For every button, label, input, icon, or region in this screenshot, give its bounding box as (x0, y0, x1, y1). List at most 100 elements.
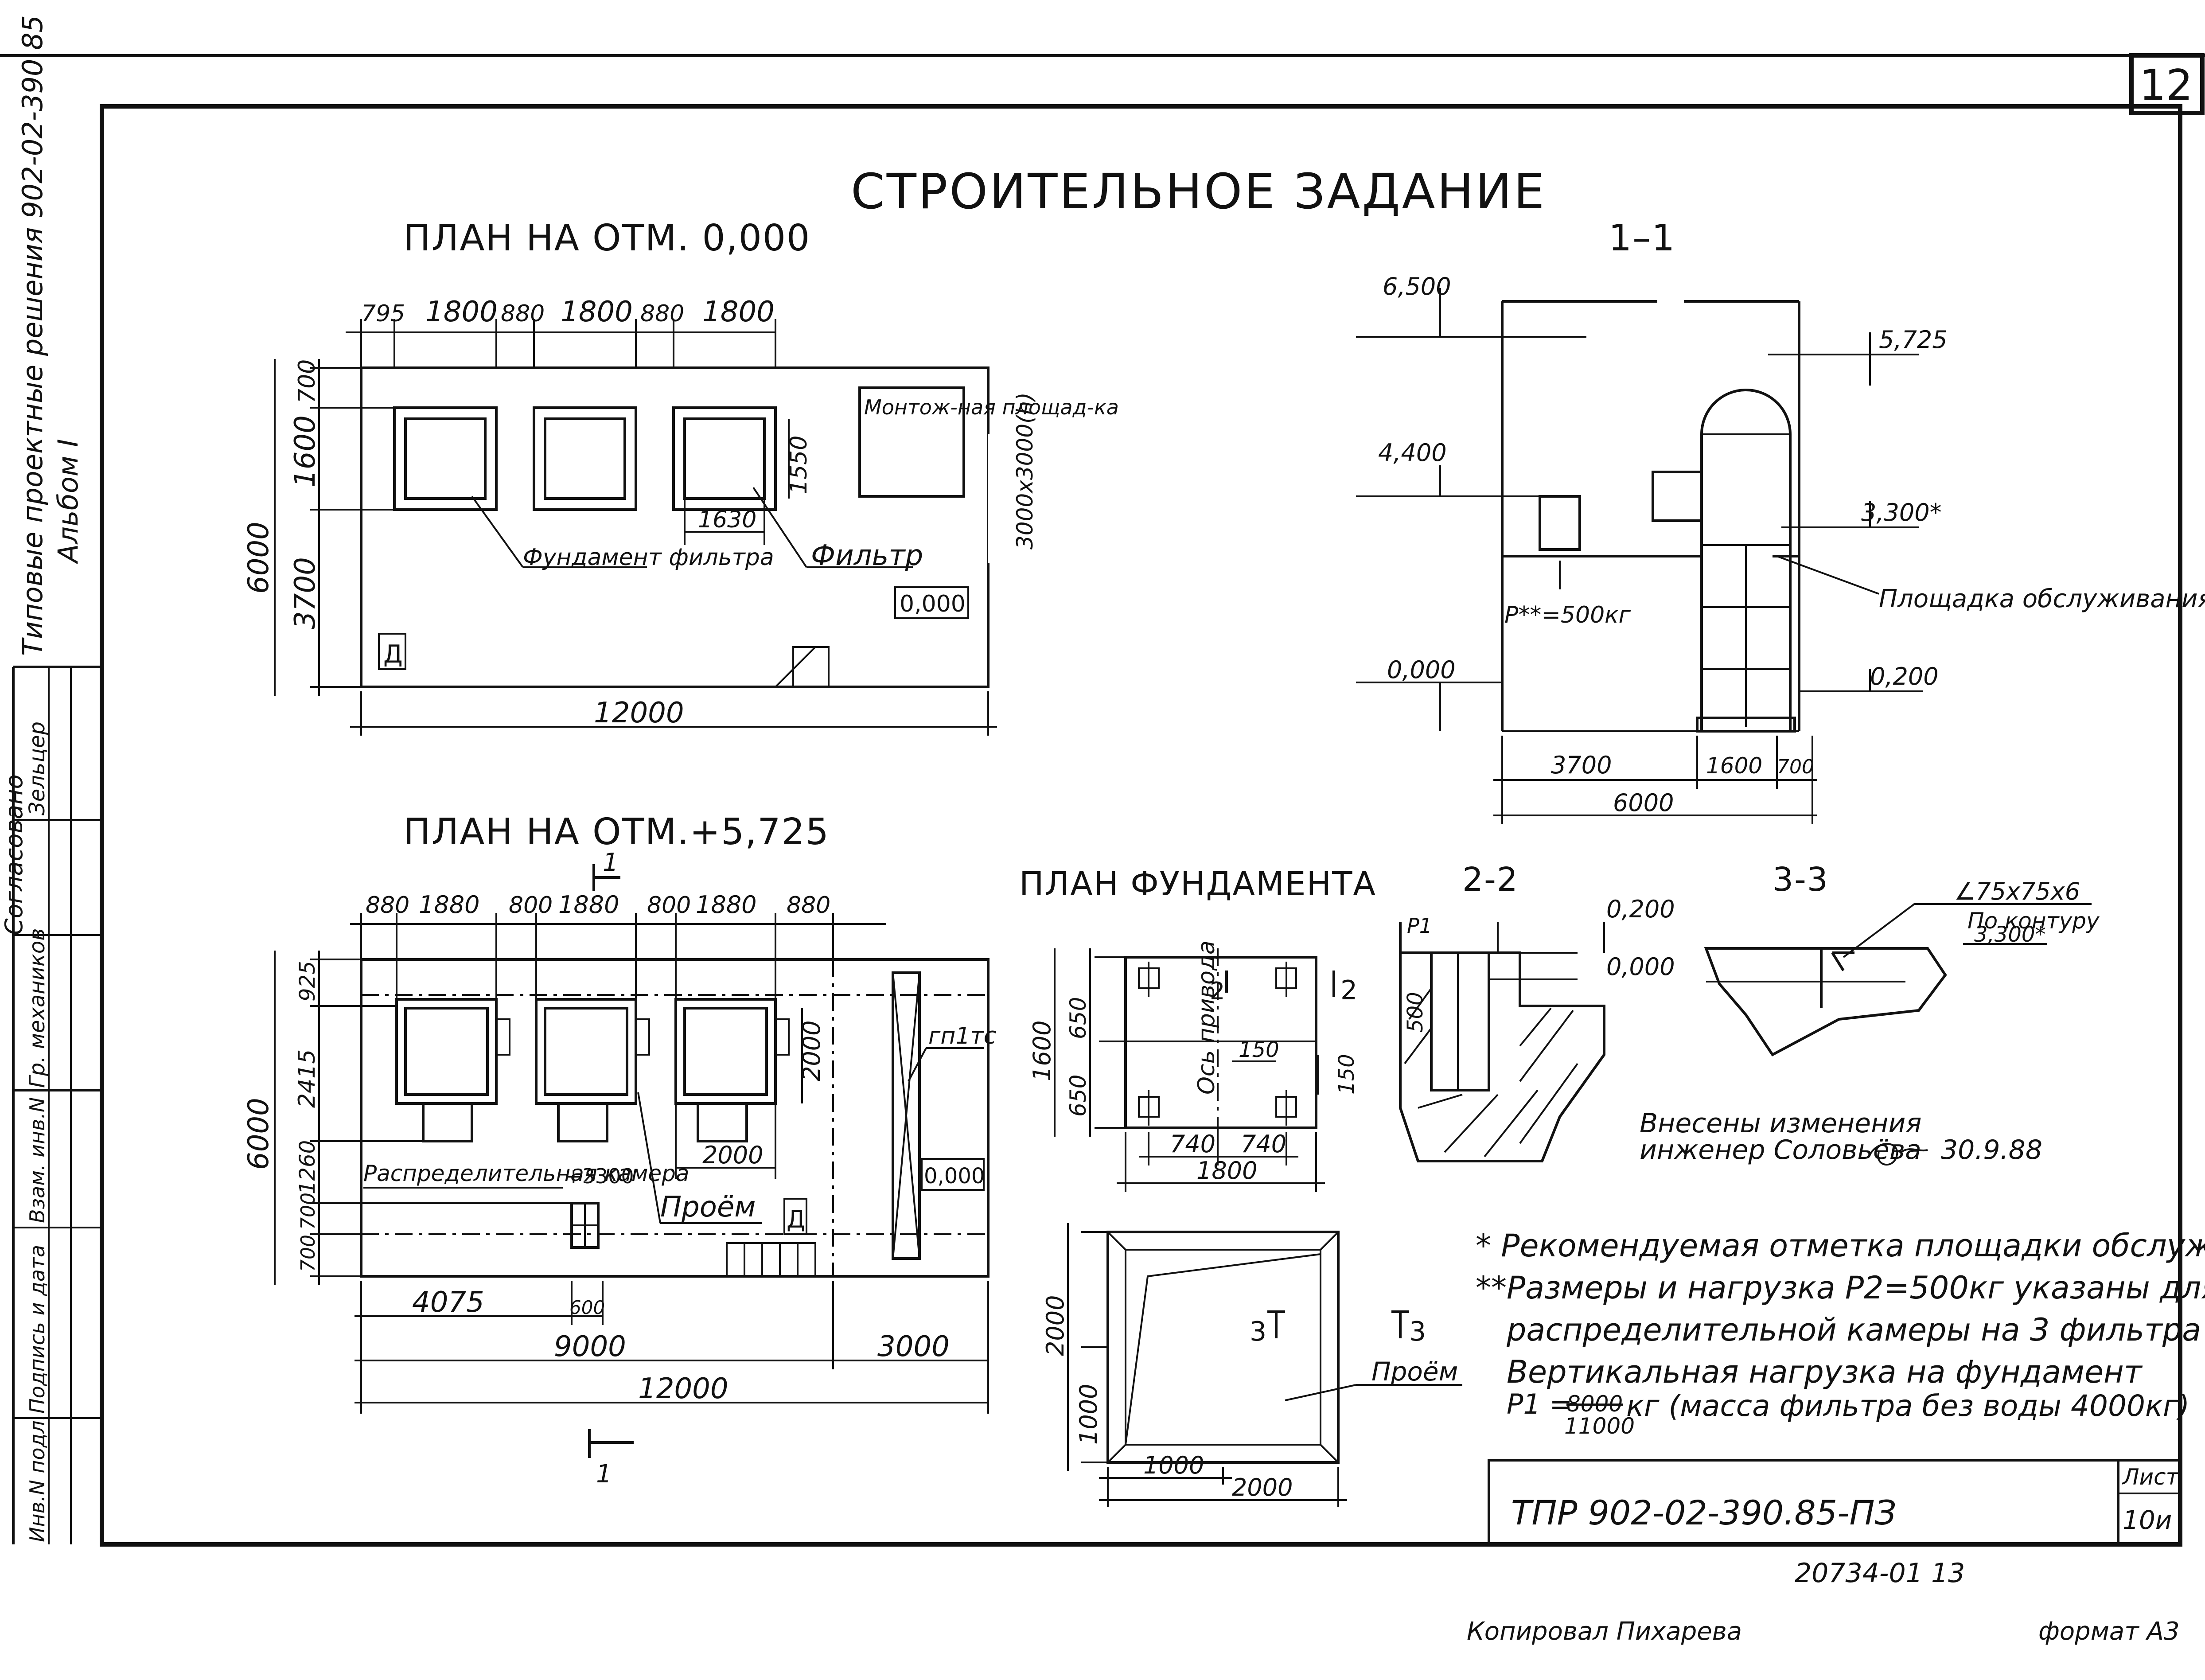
opening-dim-1000h: 1000 (1143, 1451, 1204, 1479)
section11-lvl-5725: 5,725 (1879, 326, 1948, 354)
stamp-agreed: Согласовано (0, 774, 28, 935)
plan2-dim-left-2: 2415 (294, 1049, 320, 1108)
section11-load: Р**=500кг (1504, 602, 1631, 628)
plan2-dim-12000: 12000 (638, 1372, 729, 1405)
plan1-dim-top-2: 1800 (425, 296, 498, 328)
changes-signature (1869, 1143, 1928, 1165)
plan1-total-height: 6000 (242, 522, 275, 594)
side-caption-line1: Типовые проектные решения 902-02-390.85 (16, 15, 49, 656)
title-block (1488, 1459, 2182, 1546)
note-3b-new: 11000 (1564, 1413, 1635, 1439)
plan2-dim-3000: 3000 (877, 1330, 950, 1363)
foundation-dim-650b: 650 (1065, 1075, 1091, 1117)
opening-label: Проём (1371, 1356, 1458, 1387)
foundation-axis: Ось привода (1193, 940, 1220, 1095)
section11-drawing (1356, 288, 1923, 824)
section33-contour: По контуру (1967, 908, 2100, 934)
opening-mark3b: 3 (1409, 1316, 1426, 1347)
plan2-chamber: Распределительная камера (363, 1161, 690, 1186)
plan2-dim-2000h: 2000 (702, 1141, 763, 1169)
plan1-level: 0,000 (900, 591, 966, 617)
section11-dim-1: 3700 (1551, 751, 1612, 779)
plan2-dim-left-5: 700 (297, 1235, 319, 1272)
stamp-column (12, 666, 102, 1544)
plan1-marker: Д (383, 640, 403, 669)
plan2-dim-top-6: 1880 (696, 891, 756, 919)
foundation-dim-150b: 150 (1334, 1054, 1359, 1095)
foundation-mark2a: 2 (1210, 977, 1225, 1005)
section33-title: 3-3 (1773, 861, 1829, 899)
foundation-dim-740a: 740 (1170, 1130, 1215, 1158)
opening-mark3a: 3 (1250, 1316, 1266, 1347)
changes-date: 30.9.88 (1941, 1134, 2042, 1165)
stamp-sign-date: Подпись и дата (25, 1245, 49, 1414)
foundation-dim-1600: 1600 (1028, 1021, 1056, 1081)
section22-drawing (1399, 922, 1605, 1162)
plan1-dim-1550: 1550 (786, 436, 812, 494)
stamp-inv-replace: Взам. инв.N (25, 1097, 49, 1223)
plan2-dim-top-2: 1880 (419, 891, 479, 919)
foundation-dim-740b: 740 (1241, 1130, 1286, 1158)
plan1-dim-left-2: 1600 (289, 415, 322, 487)
foundation-drawing (1054, 948, 1335, 1192)
plan2-dim-top-4: 1880 (558, 891, 619, 919)
plan1-filter: Фильтр (811, 539, 923, 572)
section11-lvl-4400: 4,400 (1378, 439, 1447, 467)
title-block-code: ТПР 902-02-390.85-ПЗ (1511, 1493, 1896, 1532)
plan1-drawing (274, 319, 997, 736)
plan1-mounting-area: Монтож-ная площад-ка (864, 395, 1119, 419)
section11-dim-3: 700 (1777, 756, 1814, 778)
plan1-total-width: 12000 (594, 697, 684, 729)
plan1-dim-top-3: 880 (501, 300, 545, 327)
footer-copied: Копировал Пихарева (1467, 1617, 1742, 1646)
plan2-dim-top-1: 880 (366, 892, 409, 919)
title-block-sheet-value: 10и (2123, 1505, 2172, 1535)
opening-dim-2000h: 2000 (1232, 1473, 1293, 1501)
section11-lvl-6500: 6,500 (1383, 273, 1451, 300)
note-1: * Рекомендуемая отметка площадки обслужи… (1476, 1228, 2205, 1264)
plan1-title: ПЛАН НА ОТМ. 0,000 (403, 217, 810, 259)
section11-lvl-0000: 0,000 (1387, 656, 1456, 684)
sheet-frame (100, 104, 2182, 1547)
plan2-dim-top-7: 880 (787, 892, 830, 919)
note-3b-p: Р1 = (1507, 1388, 1573, 1420)
plan2-dim-top-3: 800 (509, 892, 553, 919)
stamp-inv-orig: Инв.N подл. (25, 1414, 49, 1542)
foundation-title: ПЛАН ФУНДАМЕНТА (1019, 865, 1376, 903)
plan1-dim-top-5: 880 (640, 300, 684, 327)
plan2-dim-top-5: 800 (647, 892, 691, 919)
plan2-dim-left-4: 700 (297, 1193, 319, 1230)
section11-title: 1–1 (1609, 217, 1675, 259)
plan2-cut-mark-top: 1 (603, 848, 619, 877)
section33-level: 3,300* (1974, 922, 2045, 947)
title-block-sheet-label: Лист (2122, 1464, 2180, 1490)
section33-drawing (1704, 903, 2092, 1056)
foundation-mark2b: 2 (1340, 975, 1357, 1006)
footer-format: формат А3 (2038, 1617, 2180, 1646)
foundation-dim-150a: 150 (1239, 1037, 1279, 1062)
stamp-name: Зельцер (25, 721, 50, 815)
section33-angle: ∠75х75х6 (1954, 877, 2080, 905)
side-caption-line2: Альбом I (52, 439, 84, 565)
plan2-dim-9000: 9000 (554, 1330, 626, 1363)
section11-lvl-0200: 0,200 (1870, 663, 1939, 690)
section22-dim-500: 500 (1403, 992, 1428, 1033)
plan1-dim-1630: 1630 (698, 507, 756, 533)
note-3a: Вертикальная нагрузка на фундамент (1507, 1354, 2143, 1390)
note-2a: **Размеры и нагрузка Р2=500кг указаны дл… (1476, 1270, 2205, 1306)
note-3b-old: 8000 (1566, 1391, 1623, 1417)
plan2-level: 0,000 (924, 1164, 985, 1189)
section11-platform: Площадка обслуживания (1879, 585, 2205, 613)
sheet-number-box (2129, 53, 2205, 115)
plan2-dim-4075: 4075 (412, 1286, 484, 1319)
stamp-role: Гр. механиков (25, 928, 50, 1088)
note-3b-rest: кг (масса фильтра без воды 4000кг) (1626, 1389, 2189, 1423)
section22-lvl-0000: 0,000 (1606, 953, 1675, 981)
plan2-cut-mark-bottom: 1 (596, 1460, 612, 1489)
foundation-dim-650a: 650 (1065, 997, 1091, 1039)
section22-p1: Р1 (1407, 914, 1432, 938)
opening-dim-1000v: 1000 (1075, 1384, 1102, 1445)
plan1-dim-top-6: 1800 (702, 296, 775, 328)
plan1-dim-top-1: 795 (361, 300, 405, 327)
